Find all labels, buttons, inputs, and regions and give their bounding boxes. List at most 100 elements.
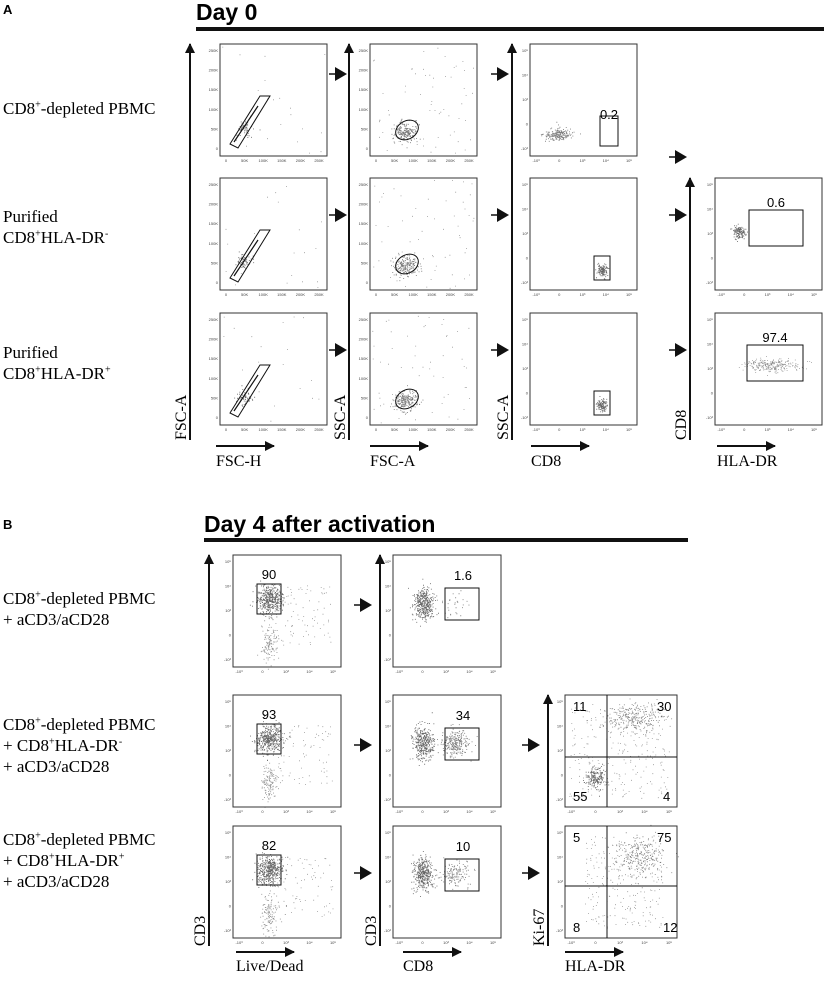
panel-a-plot-r1-ssc-xtick: 0: [375, 158, 378, 163]
panel-a-plot-r3-hladr-frame: [714, 312, 823, 426]
panel-b-plot-r2-ki67-frame: [564, 694, 678, 808]
ki67-positive-events: [600, 698, 673, 737]
panel-b-plot-r1-cd8-ytick: 10³: [385, 608, 391, 613]
panel-a-plot-r3-cd8-ytick: 10³: [522, 366, 528, 371]
panel-b-plot-r2-ki67-ytick: -10³: [556, 797, 564, 802]
panel-b-plot-r2-live-xtick: 0: [261, 809, 264, 814]
panel-b-plot-r1-live-xtick: 10⁵: [330, 669, 336, 674]
panel-a-plot-r2-fsc-xtick: 150K: [277, 292, 287, 297]
panel-a-plot-r2-ssc-ytick: 50K: [361, 260, 368, 265]
panel-a-plot-r1-ssc-frame: [369, 43, 478, 157]
panel-b-plot-r2-live-xtick: 10⁴: [306, 809, 312, 814]
panel-a-plot-r3-fsc-xtick: 0: [225, 427, 228, 432]
panel-b-plot-r2-cd8-xtick: -10³: [395, 809, 403, 814]
panel-a-plot-r2-cd8-ytick: 10⁴: [522, 207, 528, 212]
cd8-gate: [444, 727, 480, 761]
panel-b-plot-r1-live-ytick: 0: [229, 633, 232, 638]
panel-b-plot-r3-cd8-ytick: 0: [389, 904, 392, 909]
panel-a-plot-r1-ssc-ytick: 100K: [359, 107, 369, 112]
singlet-diagonal: [233, 239, 259, 277]
live-cd3-gate: [256, 723, 282, 755]
panel-a-plot-r2-cd8-xtick: 10³: [580, 292, 586, 297]
panel-a-plot-r3-fsc-xtick: 100K: [259, 427, 269, 432]
panel-b-plot-r3-ki67-xtick: 10³: [617, 940, 623, 945]
panel-a-plot-r3-ssc-xtick: 250K: [464, 427, 474, 432]
axes-layer: [185, 43, 776, 957]
panel-a-plot-r2-hladr-xtick: 0: [743, 292, 746, 297]
panel-a-plot-r2-cd8-ytick: -10³: [521, 280, 529, 285]
panel-a-plot-r2-ssc-xtick: 200K: [446, 292, 456, 297]
panel-a-plot-r1-cd8-xtick: 10⁴: [603, 158, 609, 163]
panel-a-plot-r1-ssc-xtick: 100K: [409, 158, 419, 163]
panel-a-plot-r1-ssc-xtick: 200K: [446, 158, 456, 163]
panel-a-plot-r1-ssc-ytick: 200K: [359, 68, 369, 73]
panel-a-plot-r3-fsc-xtick: 250K: [314, 427, 324, 432]
panel-b-row-label-1: CD8+-depleted PBMC+ aCD3/aCD28: [3, 589, 156, 629]
lymphocyte-events: [379, 114, 421, 149]
panel-a-plot-r3-cd8-xtick: 0: [558, 427, 561, 432]
panel-b-gate-arrow-r3-1: [360, 866, 372, 880]
panel-a-plot-r2-hladr-xtick: -10³: [717, 292, 725, 297]
cd8-negative-events: [540, 121, 581, 142]
cd3-live-events: [252, 852, 289, 888]
panel-b-plot-r1-cd8-ytick: 10⁵: [385, 559, 391, 564]
panel-b-plot-r1-cd8-frame: [392, 554, 502, 668]
panel-a-plot-r3-hladr-ytick: 10⁵: [707, 317, 713, 322]
panel-b-plot-r1-cd8-ytick: 10⁴: [385, 584, 391, 589]
panel-a-plot-r3-hladr-xtick: 10³: [765, 427, 771, 432]
panel-b-plot-r1-cd8-ytick: -10³: [384, 657, 392, 662]
panel-a-plot-r2-hladr-ytick: 10⁵: [707, 182, 713, 187]
panel-a-plot-r3-cd8-ytick: 10⁵: [522, 317, 528, 322]
panel-a-plot-r3-fsc-ytick: 0: [216, 415, 219, 420]
panel-a-plot-r3-ssc-ytick: 200K: [359, 337, 369, 342]
panel-a-plot-r1-ssc-xtick: 250K: [464, 158, 474, 163]
panel-a-gate-arrow-r1-2: [497, 67, 509, 81]
panel-a-gate-arrow-r1-3: [675, 150, 687, 164]
lymphocyte-gate: [395, 253, 419, 275]
singlet-events: [235, 119, 261, 141]
panel-a-plot-r2-ssc-ytick: 150K: [359, 221, 369, 226]
panel-b-plot-r2-ki67-ytick: 10⁴: [557, 724, 563, 729]
background-events: [222, 46, 326, 154]
panel-b-plot-r3-ki67-ytick: 10⁵: [557, 830, 563, 835]
panel-b-plot-r3-live-frame: [232, 825, 342, 939]
panel-b-plot-r3-cd8-frame: [392, 825, 502, 939]
panel-a-plot-r2-cd8-xtick: -10³: [532, 292, 540, 297]
panel-a-plot-r3-fsc-xtick: 200K: [296, 427, 306, 432]
panel-a-gate-arrow-r2-3: [675, 208, 687, 222]
panel-a-plot-r2-cd8-xtick: 0: [558, 292, 561, 297]
lymphocyte-gate: [395, 388, 419, 410]
panel-a-plot-r3-fsc-ytick: 200K: [209, 337, 219, 342]
plots-layer: 250K 200K 150K 100K 50K 0 0 50K 100K 150K 200K 250K…: [209, 43, 823, 945]
panel-a-plot-r2-fsc-xtick: 250K: [314, 292, 324, 297]
panel-b-plot-r1-live-xtick: 0: [261, 669, 264, 674]
panel-b-plot-r3-ki67-xtick: 0: [594, 940, 597, 945]
panel-b-plot-r2-ki67-xtick: 10⁵: [666, 809, 672, 814]
panel-a-plot-r3-ssc-xtick: 50K: [391, 427, 398, 432]
panel-b-plot-r3-live-ytick: -10³: [224, 928, 232, 933]
panel-a-plot-r3-ssc-ytick: 0: [366, 415, 369, 420]
panel-b-plot-r2-cd8-xtick: 10⁵: [490, 809, 496, 814]
panel-a-gate-arrow-r2-1: [335, 208, 347, 222]
panel-a-plot-r2-ssc-frame: [369, 177, 478, 291]
panel-a-plot-r1-fsc-ytick: 150K: [209, 87, 219, 92]
panel-b-plot-r3-cd8-ytick: 10⁵: [385, 830, 391, 835]
panel-b-plot-r2-ki67-ytick: 10³: [557, 748, 563, 753]
panel-b-plot-r3-live-ytick: 10³: [225, 879, 231, 884]
panel-a-plot-r3-cd8-ytick: 10⁴: [522, 342, 528, 347]
panel-b-plot-r1-live-ytick: -10³: [224, 657, 232, 662]
panel-a-plot-r2-hladr-xtick: 10⁴: [788, 292, 794, 297]
panel-b-gate-arrow-r2-1: [360, 738, 372, 752]
cd8-positive-events: [595, 396, 608, 413]
cd8-gate: [593, 255, 611, 281]
singlet-gate: [229, 364, 271, 418]
panel-a-plot-r1-ssc-ytick: 50K: [361, 126, 368, 131]
panel-b-plot-r1-cd8-xtick: -10³: [395, 669, 403, 674]
hladr-gate: [748, 209, 804, 247]
